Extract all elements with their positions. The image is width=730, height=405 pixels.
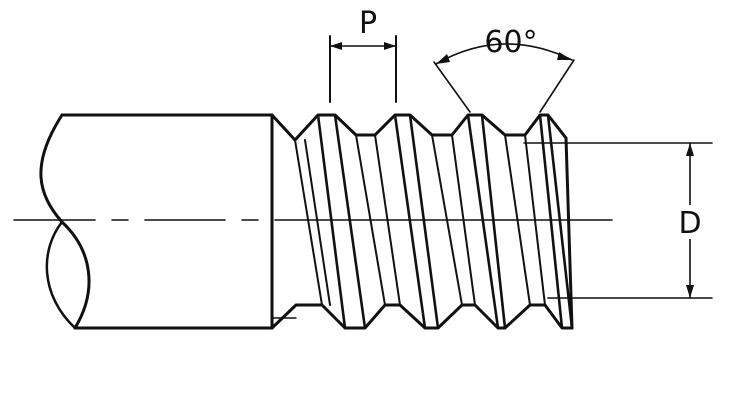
pitch-arrow-right <box>384 42 396 50</box>
angle-extension-left <box>433 61 471 113</box>
break-line-back <box>45 220 77 330</box>
break-line-front <box>39 113 91 330</box>
thread <box>270 113 574 330</box>
diameter-arrow-bottom <box>686 285 694 298</box>
thread-end <box>564 136 574 330</box>
angle-dimension: 60° <box>433 25 575 113</box>
pitch-arrow-left <box>330 42 342 50</box>
helix-crests <box>316 113 574 330</box>
shaft <box>39 113 274 330</box>
angle-arrow-right <box>557 52 572 60</box>
helix-roots <box>294 134 546 306</box>
pitch-label: P <box>359 6 377 41</box>
thread-top-profile <box>270 113 568 142</box>
diameter-arrow-top <box>686 143 694 156</box>
pitch-dimension: P <box>329 6 397 103</box>
diameter-label-bg <box>674 205 706 239</box>
angle-arrow-left <box>436 54 450 64</box>
diameter-label: D <box>678 206 701 241</box>
diameter-dimension: D <box>523 142 713 299</box>
angle-arc <box>435 43 573 65</box>
angle-extension-right <box>539 59 575 113</box>
angle-label: 60° <box>484 25 537 60</box>
